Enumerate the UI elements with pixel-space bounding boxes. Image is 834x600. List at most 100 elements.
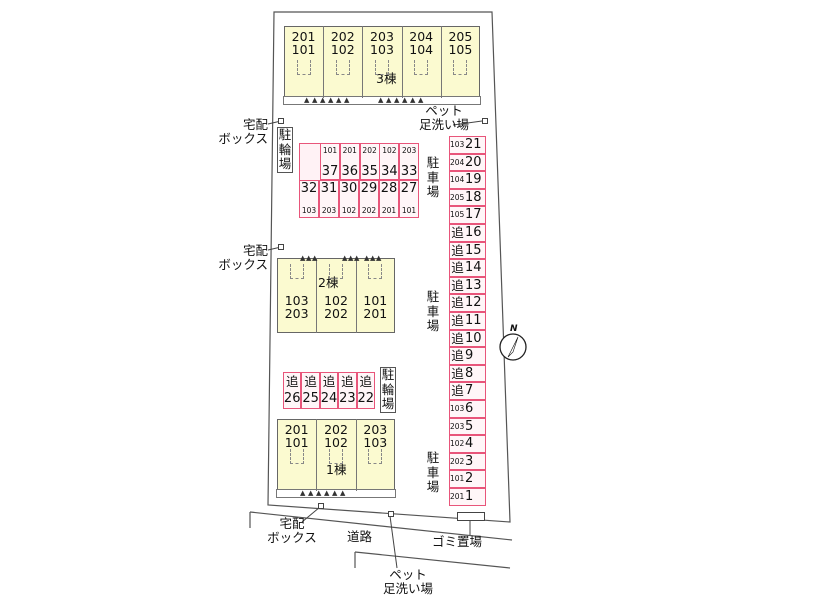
right-slot-1	[449, 488, 486, 506]
b1-entrance-mark: ▲	[316, 489, 322, 497]
right-slot-number: 4	[465, 436, 474, 452]
central-slot-30	[339, 180, 359, 218]
central-slot-unit: 101	[401, 206, 417, 215]
central-slot-unit: 103	[301, 206, 317, 215]
b3-unit-205-105: 205 105	[448, 29, 473, 57]
garbage-box	[457, 512, 485, 521]
b2-unit-102-202: 102 202	[324, 293, 348, 321]
extra-slot-top: 追	[322, 374, 336, 389]
building-1-porch	[276, 489, 396, 498]
right-slot-number: 21	[465, 137, 482, 152]
b2-entrance-mark: ▲	[370, 254, 376, 262]
central-slot-number: 37	[321, 164, 339, 179]
b3-entrance-mark: ▲	[418, 96, 424, 104]
central-slot-number: 31	[320, 181, 338, 196]
central-slot-unit: 102	[382, 146, 397, 155]
right-slot-4	[449, 435, 486, 453]
parking-label-1: 駐車場	[426, 155, 440, 199]
central-slot-unit: 203	[321, 206, 337, 215]
b2-entrance-mark: ▲	[300, 254, 306, 262]
right-slot-20	[449, 153, 486, 172]
central-slot-35	[359, 143, 380, 180]
extra-slot-25	[301, 372, 320, 409]
right-slot-number: 13	[465, 277, 482, 293]
b3-unit-divider	[323, 26, 325, 98]
right-slot-15	[449, 241, 486, 260]
garbage-label: ゴミ置場	[432, 534, 483, 549]
right-slot-unit: 204	[450, 157, 465, 167]
right-slot-unit: 205	[450, 192, 465, 202]
b3-unit-stair	[453, 60, 468, 75]
extra-slot-22	[356, 372, 375, 409]
right-slot-unit: 追	[451, 225, 464, 240]
b2-entrance-mark: ▲	[354, 254, 360, 262]
central-slot-31	[319, 180, 339, 218]
right-slot-number: 17	[465, 207, 482, 223]
b3-unit-stair	[375, 60, 389, 75]
extra-slot-number: 23	[339, 391, 356, 406]
road-edge-upper	[249, 511, 513, 541]
central-slot-unit: 202	[362, 146, 377, 155]
right-slot-unit: 202	[450, 456, 465, 466]
right-slot-unit: 104	[450, 175, 465, 185]
pet-wash-marker-2	[388, 511, 394, 517]
right-slot-number: 20	[465, 154, 482, 170]
b1-unit-stair	[329, 449, 343, 464]
pet-wash-marker-1	[482, 118, 488, 124]
right-slot-19	[449, 171, 486, 189]
right-slot-number: 6	[465, 401, 474, 416]
b2-entrance-mark: ▲	[364, 254, 370, 262]
right-slot-unit: 102	[450, 439, 465, 449]
right-slot-unit: 追	[451, 295, 464, 311]
right-slot-number: 15	[465, 242, 482, 258]
right-slot-unit: 201	[450, 492, 465, 501]
right-slot-number: 10	[465, 330, 482, 346]
extra-slot-26	[283, 372, 302, 409]
building-3-name: 3棟	[376, 71, 397, 86]
b2-unit-stair	[368, 264, 383, 279]
b2-entrance-mark: ▲	[348, 254, 354, 262]
road-edge-lower	[354, 551, 511, 569]
central-slot-36	[339, 143, 360, 180]
delivery-box-marker-3	[318, 503, 324, 509]
b3-unit-204-104: 204 104	[409, 29, 434, 57]
building-2-name: 2棟	[318, 275, 339, 290]
central-slot-number: 27	[400, 181, 418, 196]
b3-unit-stair	[414, 60, 429, 75]
b3-entrance-mark: ▲	[402, 96, 408, 104]
right-slot-unit: 追	[451, 260, 464, 276]
b3-unit-divider	[362, 26, 364, 98]
right-slot-number: 19	[465, 172, 482, 188]
b2-unit-stair	[329, 264, 343, 279]
b3-entrance-mark: ▲	[378, 96, 384, 104]
b3-unit-stair	[335, 60, 350, 75]
b2-entrance-mark: ▲	[342, 254, 348, 262]
delivery-box-marker-2	[278, 244, 284, 250]
right-slot-unit: 203	[450, 421, 465, 431]
b3-entrance-mark: ▲	[312, 96, 318, 104]
b2-unit-103-203: 103 203	[284, 293, 309, 321]
central-slot-unit: 101	[322, 146, 338, 155]
right-slot-6	[449, 400, 486, 418]
b1-unit-201-101: 201 101	[284, 422, 309, 450]
right-slot-unit: 103	[450, 404, 465, 413]
b3-unit-201-101: 201 101	[291, 29, 316, 57]
right-slot-unit: 追	[451, 277, 464, 293]
parking-label-3: 駐車場	[426, 450, 440, 494]
b3-entrance-mark: ▲	[410, 96, 416, 104]
right-slot-number: 12	[465, 295, 482, 311]
right-slot-5	[449, 417, 486, 436]
b1-entrance-mark: ▲	[300, 489, 306, 497]
central-slot-number: 34	[381, 164, 398, 179]
right-slot-unit: 追	[451, 242, 464, 258]
b2-entrance-mark: ▲	[306, 254, 312, 262]
right-slot-12	[449, 294, 486, 312]
right-slot-18	[449, 188, 486, 207]
central-slot-number: 35	[361, 164, 378, 179]
central-slot-number: 36	[341, 164, 359, 179]
central-slot-unit: 201	[342, 146, 357, 155]
right-slot-2	[449, 470, 486, 488]
right-slot-unit: 追	[451, 365, 464, 381]
bike-parking-2: 駐輪場	[380, 367, 396, 413]
b3-entrance-mark: ▲	[394, 96, 400, 104]
